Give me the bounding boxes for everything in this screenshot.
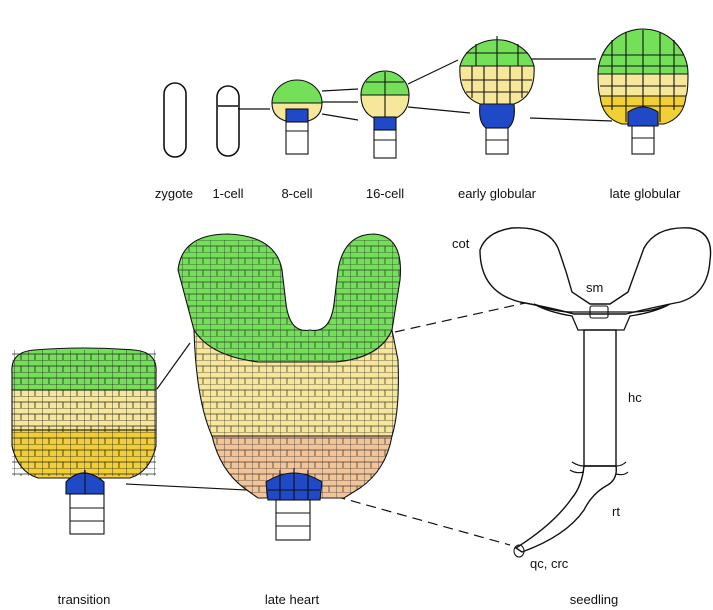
cotyledons (480, 228, 711, 314)
sixteen-cell-embryo (361, 71, 409, 158)
label-late-globular: late globular (610, 186, 681, 201)
label-qc-crc: qc, crc (530, 556, 569, 571)
label-early-globular: early globular (458, 186, 537, 201)
label-sm: sm (586, 280, 603, 295)
one-cell-embryo (217, 86, 239, 156)
label-zygote: zygote (155, 186, 193, 201)
label-hc: hc (628, 390, 642, 405)
label-seedling: seedling (570, 592, 618, 607)
label-one-cell: 1-cell (212, 186, 243, 201)
root (516, 466, 616, 552)
label-eight-cell: 8-cell (281, 186, 312, 201)
label-transition: transition (58, 592, 111, 607)
early-globular-embryo (460, 36, 534, 154)
late-heart-embryo (178, 234, 400, 540)
label-sixteen-cell: 16-cell (366, 186, 404, 201)
seedling (480, 228, 711, 557)
label-rt: rt (612, 504, 620, 519)
transition-embryo (12, 348, 156, 534)
eight-cell-embryo (272, 80, 322, 154)
label-late-heart: late heart (265, 592, 320, 607)
zygote-cell (164, 83, 186, 157)
hypocotyl (584, 330, 616, 466)
late-globular-embryo (598, 29, 688, 154)
label-cot: cot (452, 236, 470, 251)
